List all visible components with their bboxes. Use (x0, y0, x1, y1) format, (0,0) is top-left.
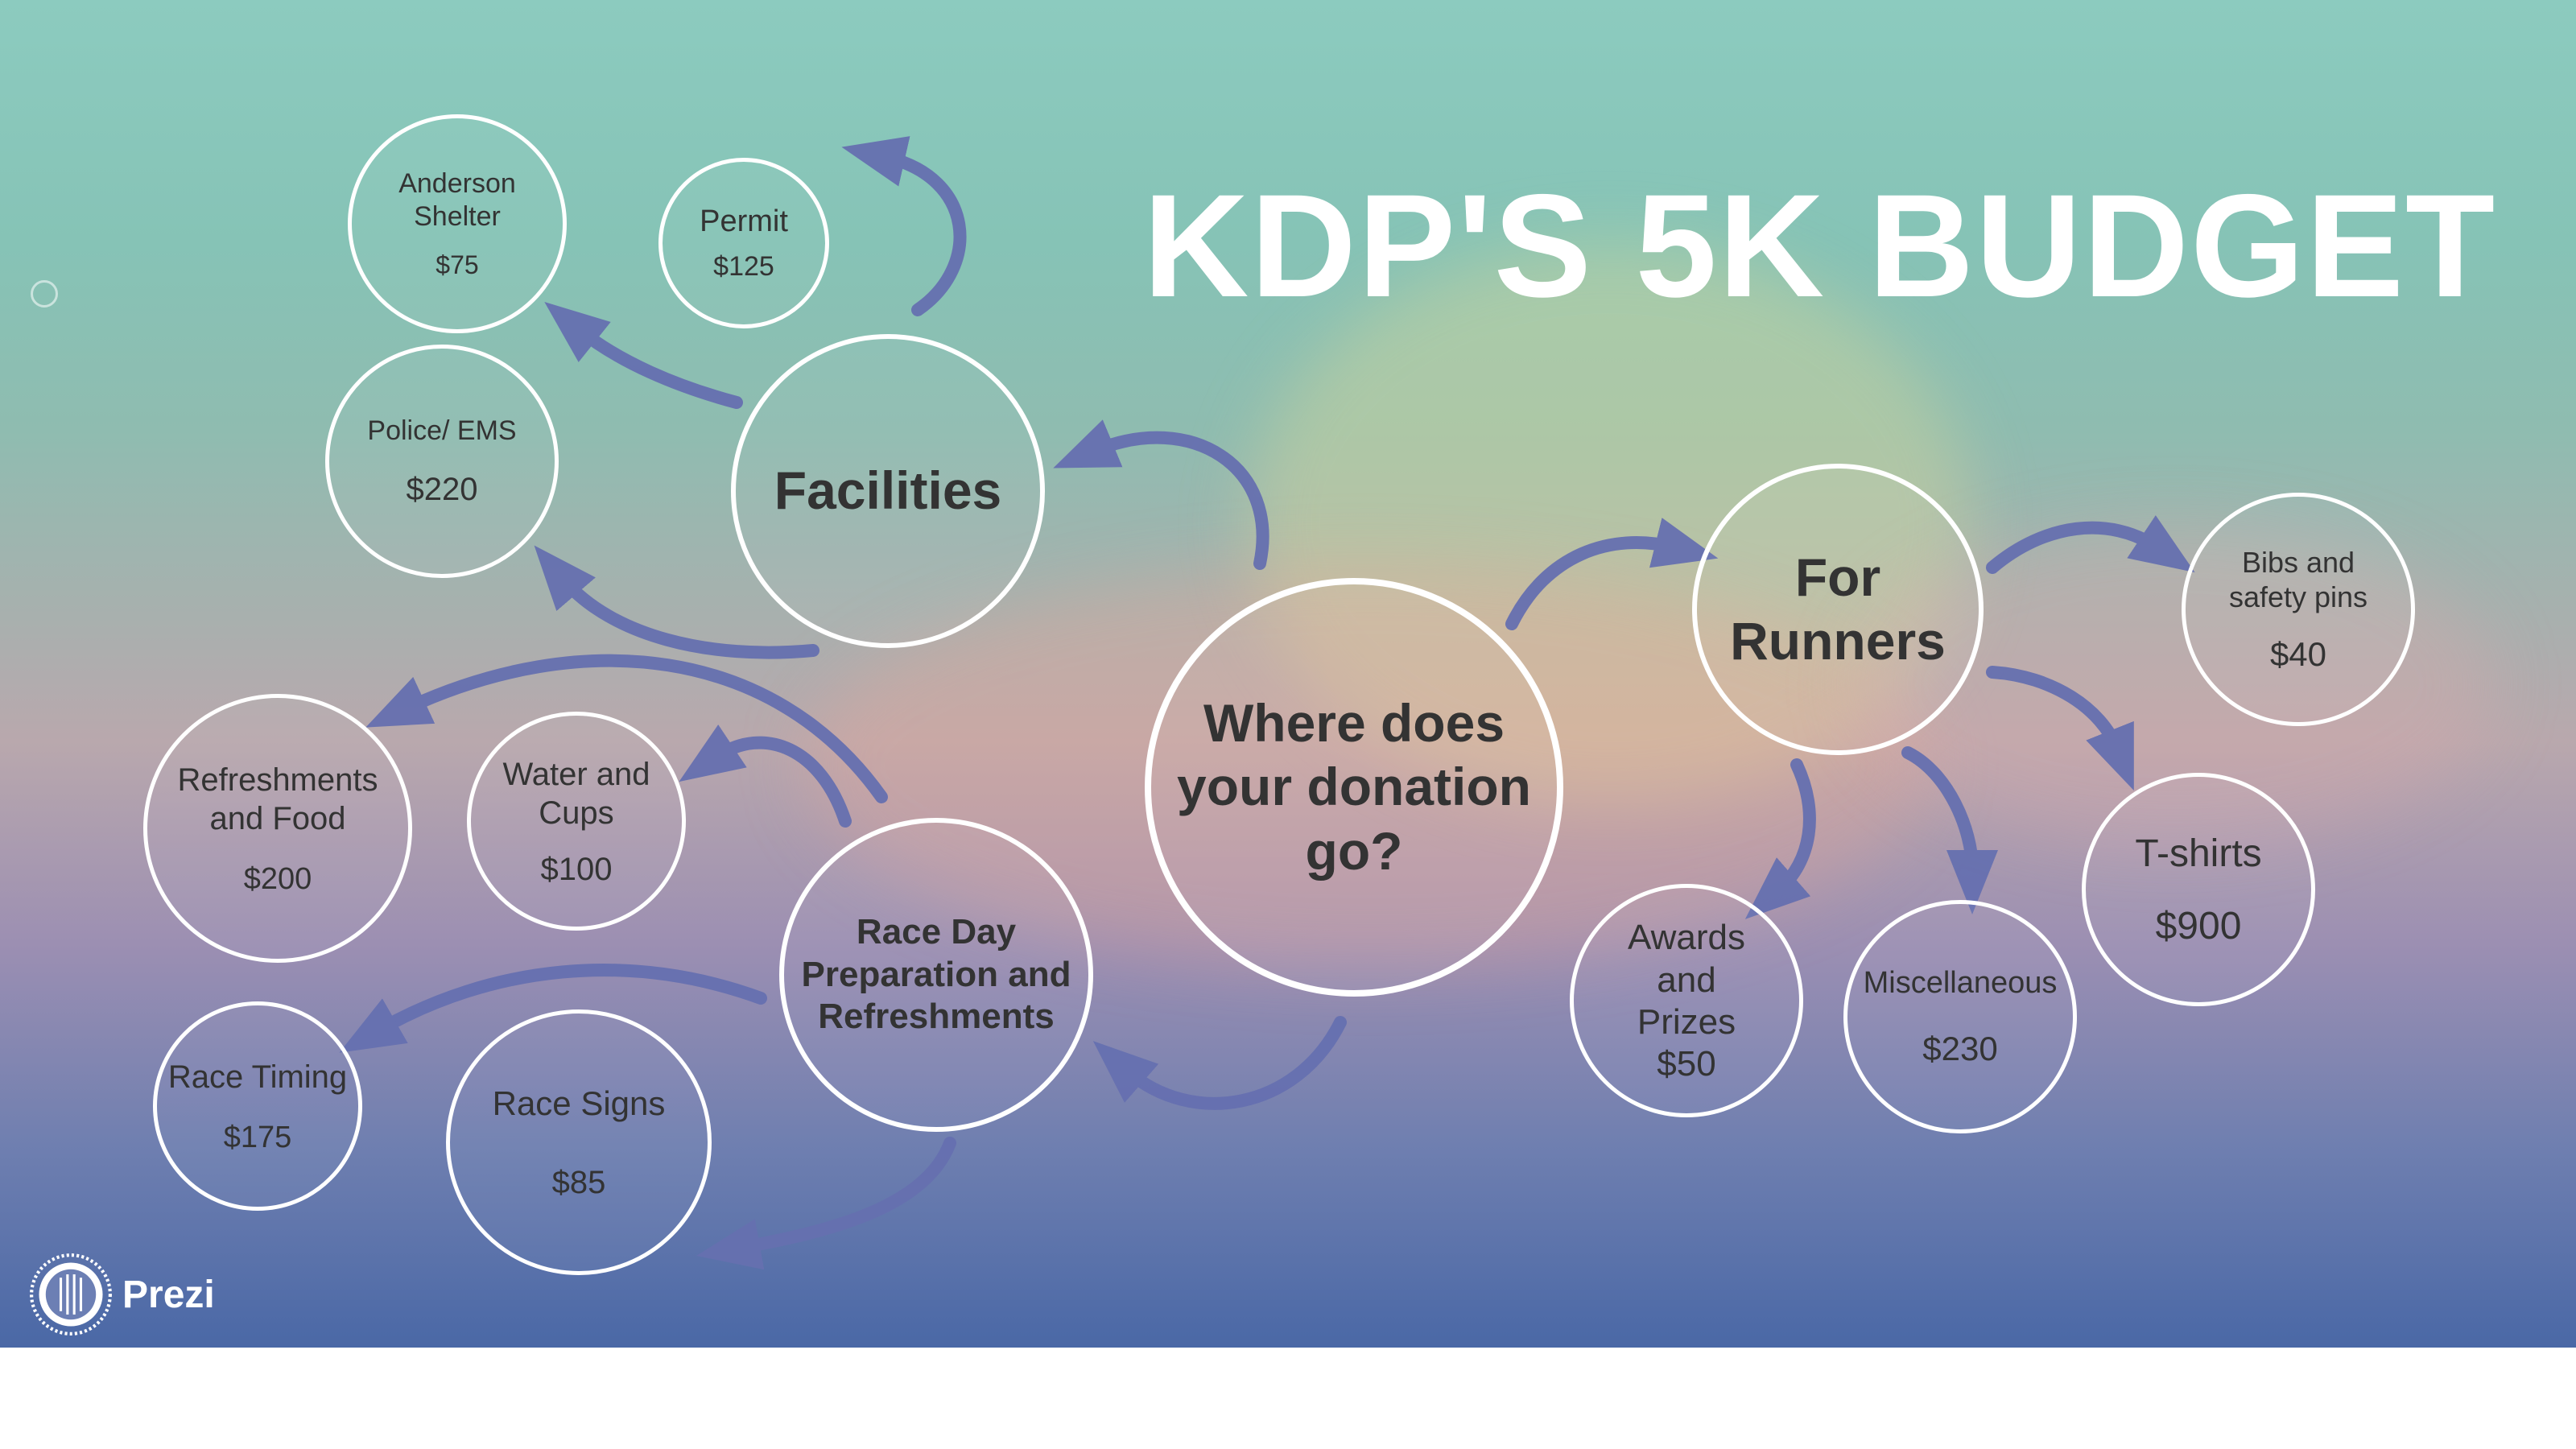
brand-badge[interactable]: Prezi (29, 1253, 215, 1336)
node-center[interactable]: Where does your donation go? (1145, 578, 1563, 997)
node-water-cups-amount: $100 (540, 851, 613, 887)
node-race-timing-amount: $175 (223, 1120, 292, 1154)
node-permit[interactable]: Permit $125 (658, 158, 829, 328)
arrow-facilities-to-anderson (544, 302, 743, 409)
node-anderson-shelter-amount: $75 (436, 250, 479, 280)
arrow-forrunners-to-bibs (1986, 515, 2195, 574)
node-anderson-shelter[interactable]: Anderson Shelter $75 (348, 114, 567, 333)
arrow-raceday-to-signs (696, 1137, 956, 1270)
node-tshirts-label: T-shirts (2135, 832, 2262, 875)
node-awards-amount: $50 (1657, 1044, 1716, 1084)
arrow-facilities-to-police (534, 545, 819, 659)
node-misc[interactable]: Miscellaneous $230 (1843, 900, 2077, 1133)
connector-arrows (339, 136, 2195, 1270)
node-refreshments-amount: $200 (243, 861, 312, 896)
arrow-forrunners-to-misc (1901, 746, 1998, 914)
node-race-signs-label: Race Signs (492, 1084, 666, 1123)
arrow-forrunners-to-tshirts (1986, 666, 2134, 791)
node-tshirts-amount: $900 (2155, 905, 2242, 948)
node-refreshments-label: Refreshments and Food (177, 762, 378, 836)
node-misc-label: Miscellaneous (1863, 966, 2058, 1001)
node-facilities-label: Facilities (774, 460, 1002, 521)
arrow-center-to-facilities (1053, 419, 1269, 570)
node-refreshments[interactable]: Refreshments and Food $200 (143, 694, 412, 963)
arrow-center-to-forrunners (1505, 518, 1719, 630)
node-water-cups-label: Water and Cups (502, 756, 650, 831)
node-race-day[interactable]: Race Day Preparation and Refreshments (779, 818, 1093, 1132)
node-police-ems[interactable]: Police/ EMS $220 (325, 345, 559, 578)
arrow-center-to-raceday (1092, 1016, 1347, 1110)
brand-name: Prezi (122, 1273, 215, 1316)
arrow-raceday-to-water (679, 724, 852, 828)
arrow-raceday-to-refreshments (365, 654, 888, 803)
node-permit-label: Permit (700, 204, 788, 238)
node-awards-label: Awards and Prizes (1628, 917, 1745, 1042)
node-anderson-shelter-label: Anderson Shelter (398, 167, 516, 232)
node-race-signs[interactable]: Race Signs $85 (446, 1009, 712, 1275)
node-bibs-amount: $40 (2269, 635, 2327, 674)
node-tshirts[interactable]: T-shirts $900 (2082, 773, 2315, 1006)
node-police-ems-amount: $220 (406, 471, 478, 507)
node-for-runners[interactable]: For Runners (1692, 464, 1984, 755)
node-bibs[interactable]: Bibs and safety pins $40 (2182, 493, 2415, 726)
node-awards[interactable]: Awards and Prizes $50 (1570, 884, 1803, 1117)
arrow-forrunners-to-awards (1744, 758, 1816, 919)
node-permit-amount: $125 (713, 251, 774, 283)
node-race-day-label: Race Day Preparation and Refreshments (801, 911, 1071, 1037)
node-race-timing[interactable]: Race Timing $175 (153, 1001, 362, 1211)
presentation-canvas: KDP'S 5K BUDGET Where does your donation… (0, 0, 2576, 1348)
small-circle-marker (31, 280, 58, 308)
node-bibs-label: Bibs and safety pins (2228, 545, 2368, 613)
node-for-runners-label: For Runners (1730, 547, 1946, 671)
node-water-cups[interactable]: Water and Cups $100 (467, 712, 686, 931)
arrow-facilities-to-permit (841, 136, 967, 316)
prezi-logo-icon (30, 1253, 112, 1335)
node-center-label: Where does your donation go? (1177, 693, 1531, 881)
node-race-timing-label: Race Timing (167, 1059, 348, 1095)
node-misc-amount: $230 (1922, 1029, 1998, 1067)
arrow-raceday-to-timing (339, 964, 767, 1053)
page-title: KDP'S 5K BUDGET (1143, 163, 2497, 328)
node-police-ems-label: Police/ EMS (367, 415, 517, 447)
node-race-signs-amount: $85 (551, 1164, 606, 1200)
node-facilities[interactable]: Facilities (731, 334, 1045, 648)
